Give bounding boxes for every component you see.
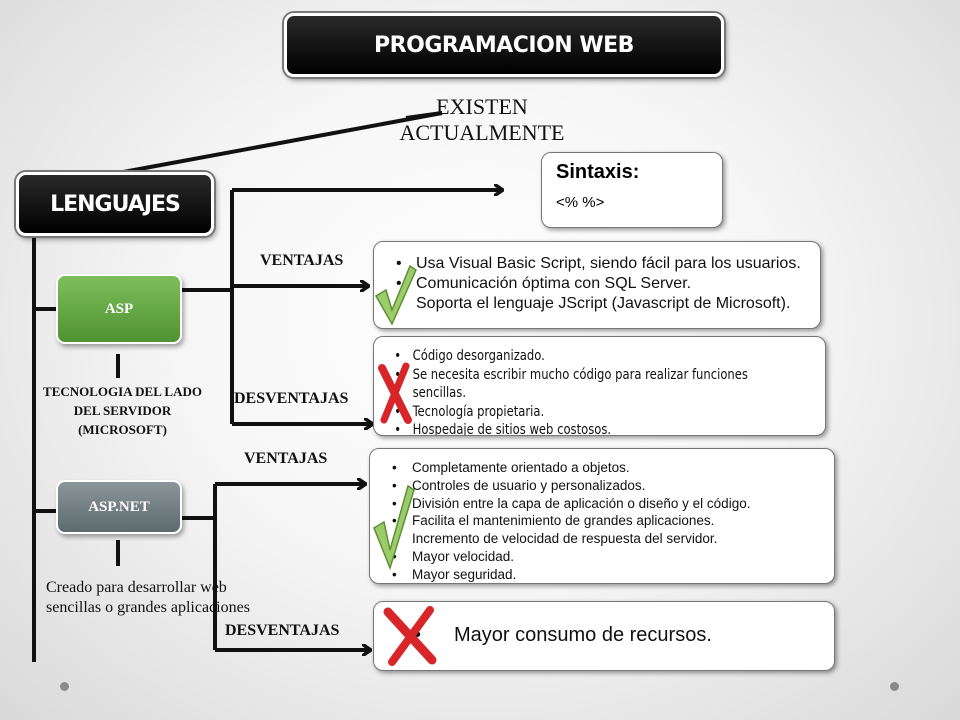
sintaxis-heading: Sintaxis: [556,161,640,183]
list-item: •Mayor seguridad. [392,566,517,582]
existen-label: EXISTEN ACTUALMENTE [399,94,565,145]
aspnet-ventajas-box: •Completamente orientado a objetos. •Con… [369,448,835,584]
aspnet-ventajas-label: VENTAJAS [244,450,328,467]
list-item: •Código desorganizado. [394,348,545,364]
aspnet-creado-label: Creado para desarrollar web sencillas o … [46,579,250,616]
sintaxis-code: <% %> [556,194,605,211]
list-item: •Usa Visual Basic Script, siendo fácil p… [396,255,801,272]
bullet-icon: • [396,275,402,292]
list-item: •Soporta el lenguaje JScript (Javascript… [374,294,820,314]
asp-box: ASP [56,274,182,344]
asp-sintaxis-box: Sintaxis: <% %> [541,152,723,228]
bullet-icon: • [392,566,397,582]
list-item: •Facilita el mantenimiento de grandes ap… [392,513,715,529]
asp-desventajas-box: •Código desorganizado. •Se necesita escr… [373,336,826,436]
slide-nav-dot [890,682,899,691]
asp-ventajas-label: VENTAJAS [260,252,344,269]
list-item: •Comunicación óptima con SQL Server. [396,275,692,292]
bullet-icon: • [392,495,397,511]
asp-label: ASP [104,300,134,317]
slide-nav-dot [60,682,69,691]
bullet-icon: • [394,366,402,383]
list-item: •División entre la capa de aplicación o … [392,495,751,511]
lenguajes-box: LENGUAJES [16,172,214,236]
list-item: •Hospedaje de sitios web costosos. [374,421,789,436]
bullet-icon: • [394,348,402,364]
list-item: •Mayor consumo de recursos. [414,624,712,646]
lenguajes-text: LENGUAJES [50,191,181,217]
title-banner: PROGRAMACION WEB [284,13,724,77]
cross-icon [383,606,437,666]
list-item: •Controles de usuario y personalizados. [392,477,646,493]
bullet-icon: • [394,403,402,420]
asp-tecnologia-label: TECNOLOGIA DEL LADO DEL SERVIDOR (MICROS… [43,384,202,437]
list-item: •Se necesita escribir mucho código para … [394,366,748,402]
check-icon [373,484,415,570]
bullet-icon: • [394,422,402,436]
list-item: •Mayor velocidad. [392,548,515,564]
bullet-icon: • [392,513,397,529]
aspnet-desventajas-box: •Mayor consumo de recursos. [373,601,835,671]
bullet-icon: • [392,477,397,493]
bullet-icon: • [392,460,397,475]
cross-icon [378,362,412,424]
aspnet-desventajas-label: DESVENTAJAS [225,622,340,639]
aspnet-box: ASP.NET [56,480,182,534]
aspnet-label: ASP.NET [88,498,150,515]
bullet-icon: • [414,624,422,646]
asp-desventajas-label: DESVENTAJAS [234,390,349,407]
list-item: •Tecnología propietaria. [394,403,545,420]
list-item: •Completamente orientado a objetos. [392,460,630,475]
title-text: PROGRAMACION WEB [374,32,634,58]
asp-ventajas-box: •Usa Visual Basic Script, siendo fácil p… [373,241,821,329]
bullet-icon: • [392,548,397,564]
list-item: •Incremento de velocidad de respuesta de… [370,530,834,548]
bullet-icon: • [396,255,402,272]
check-icon [374,264,417,326]
